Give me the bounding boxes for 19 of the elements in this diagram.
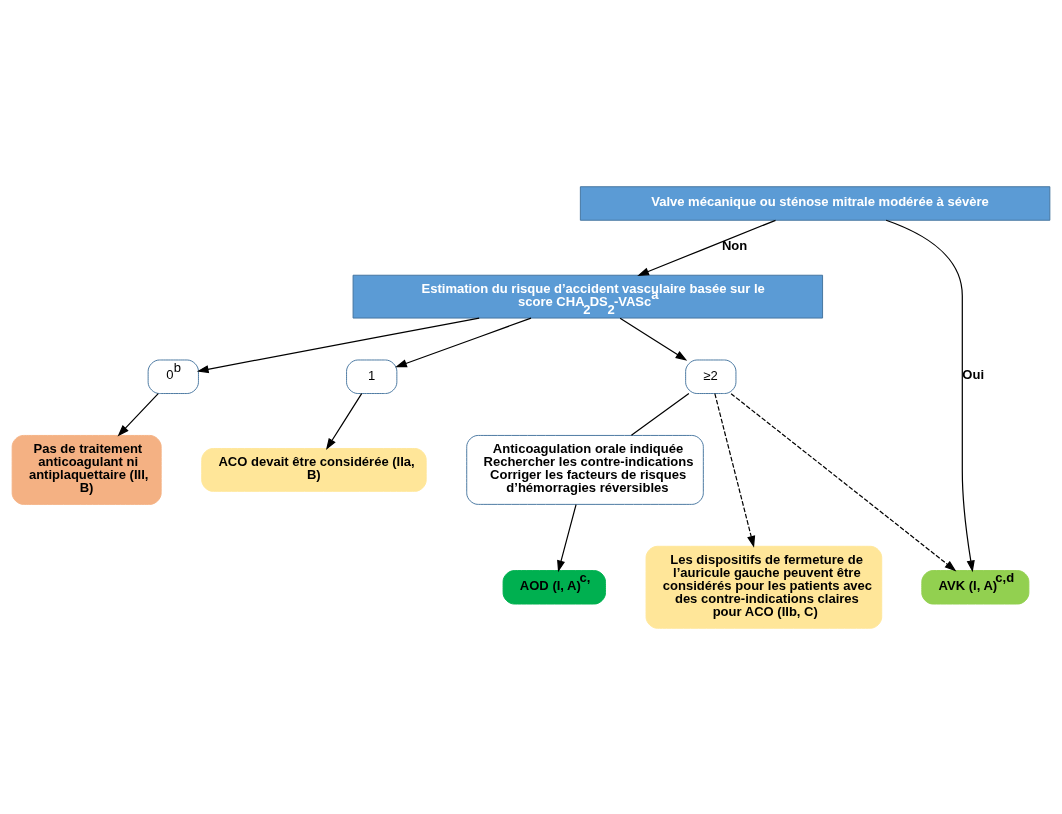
node-box: Les dispositifs de fermeture de l’auricule gauche peuvent être considérés pour les patients avec des contre-indications claires pour ACO (IIb, C) <box>645 545 883 629</box>
edge-label: Non <box>721 237 748 253</box>
node-box: Pas de traitement anticoagulant ni antiplaquettaire (III, B) <box>11 434 162 505</box>
node-box: Anticoagulation orale indiquée Rechercher les contre-indications Corriger les facteurs de risques d’hémorragies réversibles <box>466 434 704 505</box>
arrow <box>714 392 756 548</box>
arrow <box>885 219 975 572</box>
node-box: 1 <box>346 359 398 394</box>
arrow <box>117 392 159 436</box>
arrow <box>557 503 577 572</box>
arrow <box>730 392 957 571</box>
node-box: Valve mécanique ou sténose mitrale modérée à sévère <box>579 185 1051 221</box>
arrow <box>619 317 688 361</box>
arrow <box>395 317 532 367</box>
connector <box>630 392 690 436</box>
arrow <box>325 392 363 450</box>
node-box: ACO devait être considérée (IIa, B) <box>201 447 427 492</box>
arrow <box>196 317 480 373</box>
arrow <box>637 219 777 276</box>
node-box: ≥2 <box>685 359 737 394</box>
